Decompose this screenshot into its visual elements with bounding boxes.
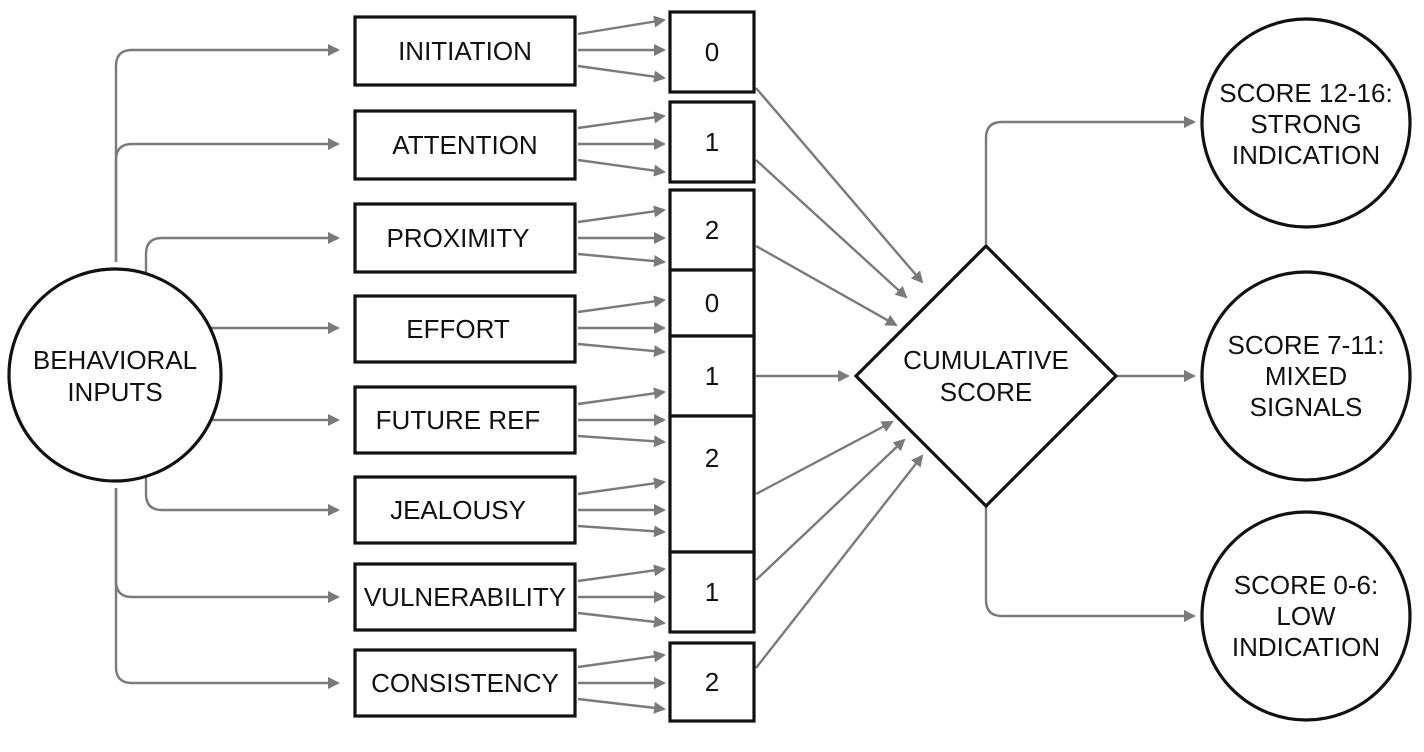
connector-attention-score-1 <box>577 111 666 130</box>
score-effort-value: 0 <box>705 288 719 318</box>
outcome-low-line2: LOW <box>1276 601 1336 631</box>
factor-initiation: INITIATION <box>353 15 577 87</box>
score-box-effort: 0 <box>668 268 756 338</box>
cumulative-score-label-line1: CUMULATIVE <box>903 345 1069 375</box>
outcome-low-indication: SCORE 0-6: LOW INDICATION <box>1200 510 1412 722</box>
connector-consistency-score-1 <box>577 650 666 669</box>
connector-proximity-score-1 <box>577 205 666 224</box>
outcome-low-line3: INDICATION <box>1232 632 1380 662</box>
factor-future-ref: FUTURE REF <box>353 385 577 455</box>
connector-source-consistency <box>114 488 340 689</box>
connector-score-8-cumulative <box>755 454 924 669</box>
connector-score-3-cumulative <box>755 244 898 327</box>
outcome-low-line1: SCORE 0-6: <box>1234 570 1379 600</box>
connector-consistency-score-3 <box>577 697 666 714</box>
score-consistency-value: 2 <box>705 667 719 697</box>
connector-cumulative-strong <box>984 116 1196 244</box>
factor-vulnerability: VULNERABILITY <box>353 562 577 632</box>
score-jealousy-value: 2 <box>705 443 719 473</box>
connector-source-attention <box>114 138 340 262</box>
connector-initiation-score-3 <box>577 64 666 83</box>
outcome-strong-line1: SCORE 12-16: <box>1219 78 1392 108</box>
factor-attention-label: ATTENTION <box>392 130 537 160</box>
score-box-initiation: 0 <box>668 10 756 94</box>
score-initiation-value: 0 <box>705 37 719 67</box>
outcome-mixed-line2: MIXED <box>1265 361 1347 391</box>
connector-effort-score-1 <box>577 295 666 314</box>
behavioral-inputs-label-line1: BEHAVIORAL <box>33 345 197 375</box>
connector-score-2-cumulative <box>755 159 908 299</box>
cumulative-score-node: CUMULATIVE SCORE <box>853 243 1119 509</box>
connector-score-7-cumulative <box>755 438 906 581</box>
connector-vulnerability-score-1 <box>577 564 666 583</box>
factor-effort-label: EFFORT <box>406 314 510 344</box>
outcome-strong-line3: INDICATION <box>1232 140 1380 170</box>
factor-future-ref-label: FUTURE REF <box>376 405 541 435</box>
score-box-attention: 1 <box>668 100 756 184</box>
connector-future-ref-score-3 <box>577 434 666 448</box>
score-vulnerability-value: 1 <box>705 577 719 607</box>
score-boxes: 0 1 2 0 1 2 1 2 <box>668 10 756 723</box>
outcome-strong-indication: SCORE 12-16: STRONG INDICATION <box>1200 17 1412 229</box>
factor-consistency-label: CONSISTENCY <box>371 668 559 698</box>
connector-jealousy-score-3 <box>577 524 666 538</box>
outcome-mixed-line1: SCORE 7-11: <box>1227 330 1384 360</box>
outcome-nodes: SCORE 12-16: STRONG INDICATION SCORE 7-1… <box>1200 17 1412 722</box>
cumulative-score-label-line2: SCORE <box>940 377 1032 407</box>
connector-proximity-score-3 <box>577 252 666 268</box>
score-attention-value: 1 <box>705 127 719 157</box>
connector-source-proximity <box>144 232 340 272</box>
outcome-mixed-signals: SCORE 7-11: MIXED SIGNALS <box>1200 270 1412 482</box>
factor-proximity: PROXIMITY <box>353 202 577 274</box>
factor-attention: ATTENTION <box>353 109 577 181</box>
score-box-proximity: 2 <box>668 188 756 272</box>
connector-source-jealousy <box>144 478 340 516</box>
score-proximity-value: 2 <box>705 215 719 245</box>
factor-boxes: INITIATION ATTENTION PROXIMITY EFFORT FU… <box>353 15 577 718</box>
factor-initiation-label: INITIATION <box>398 36 532 66</box>
connector-score-1-cumulative <box>755 87 924 284</box>
score-box-vulnerability: 1 <box>668 550 756 634</box>
factor-effort: EFFORT <box>353 294 577 364</box>
factor-vulnerability-label: VULNERABILITY <box>364 582 566 612</box>
behavioral-inputs-label-line2: INPUTS <box>67 377 162 407</box>
factor-consistency: CONSISTENCY <box>353 648 577 718</box>
outcome-mixed-line3: SIGNALS <box>1250 392 1363 422</box>
behavioral-inputs-node: BEHAVIORAL INPUTS <box>7 267 223 483</box>
score-box-future-ref: 1 <box>668 334 756 418</box>
connector-source-initiation <box>114 44 340 262</box>
outcome-strong-line2: STRONG <box>1250 109 1361 139</box>
connector-score-6-cumulative <box>755 420 894 496</box>
connector-vulnerability-score-3 <box>577 611 666 628</box>
connector-initiation-score-1 <box>577 15 666 36</box>
connector-effort-score-3 <box>577 342 666 358</box>
score-future-ref-value: 1 <box>705 361 719 391</box>
factor-jealousy-label: JEALOUSY <box>390 495 526 525</box>
factor-proximity-label: PROXIMITY <box>386 223 529 253</box>
score-box-jealousy: 2 <box>668 414 756 554</box>
connector-jealousy-score-1 <box>577 477 666 496</box>
connector-attention-score-3 <box>577 158 666 177</box>
connector-future-ref-score-1 <box>577 387 666 406</box>
factor-jealousy: JEALOUSY <box>353 475 577 545</box>
connectors <box>114 15 1196 714</box>
score-box-consistency: 2 <box>668 641 756 723</box>
connector-cumulative-low <box>984 506 1196 622</box>
